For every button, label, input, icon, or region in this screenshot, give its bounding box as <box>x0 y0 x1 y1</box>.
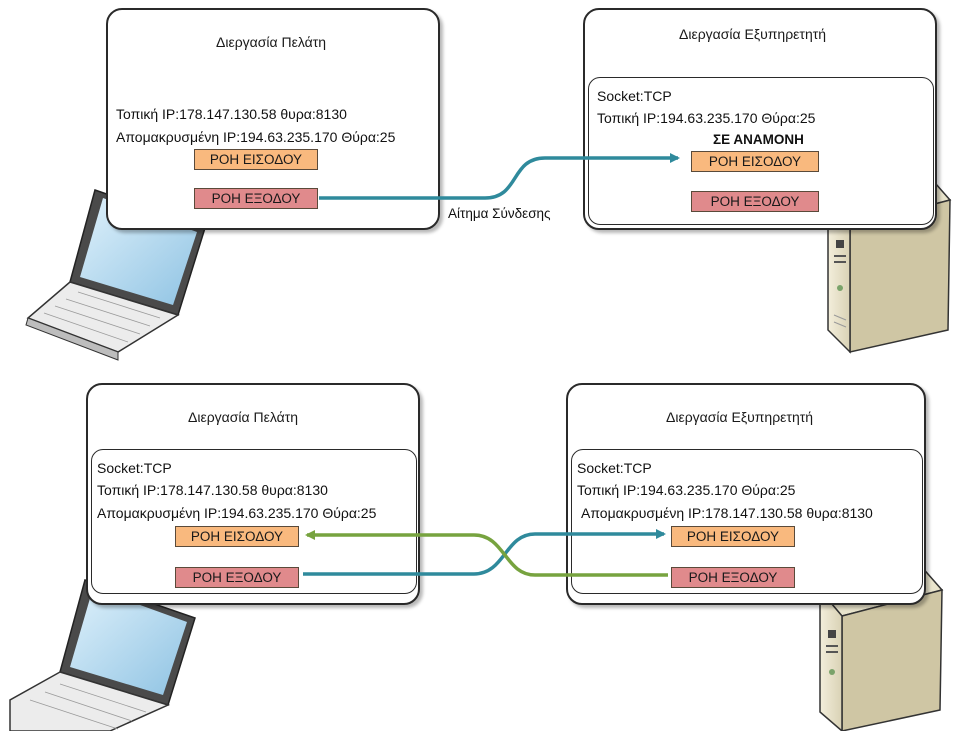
bottom-server-input-stream: ΡΟΗ ΕΙΣΟΔΟΥ <box>671 526 795 547</box>
top-server-title: Διεργασία Εξυπηρετητή <box>679 26 827 42</box>
bottom-server-socket-type: Socket:TCP <box>577 460 652 476</box>
laptop-icon <box>9 579 196 731</box>
bottom-client-title: Διεργασία Πελάτη <box>188 409 299 425</box>
top-server-output-stream: ΡΟΗ ΕΞΟΔΟΥ <box>691 191 819 212</box>
top-client-output-stream: ΡΟΗ ΕΞΟΔΟΥ <box>194 188 318 209</box>
bottom-client-process-box: Διεργασία Πελάτη Socket:TCP Τοπική IP:17… <box>86 383 420 605</box>
bottom-client-socket-type: Socket:TCP <box>97 460 172 476</box>
top-server-socket-type: Socket:TCP <box>597 88 672 104</box>
bottom-server-socket-box: Socket:TCP Τοπική IP:194.63.235.170 Θύρα… <box>571 449 923 594</box>
bottom-server-local-ip: Τοπική IP:194.63.235.170 Θύρα:25 <box>577 482 796 498</box>
bottom-client-remote-ip: Απομακρυσμένη IP:194.63.235.170 Θύρα:25 <box>97 505 377 521</box>
bottom-client-input-stream: ΡΟΗ ΕΙΣΟΔΟΥ <box>175 526 299 547</box>
bottom-client-local-ip: Τοπική IP:178.147.130.58 θυρα:8130 <box>97 482 328 498</box>
top-client-remote-ip: Απομακρυσμένη IP:194.63.235.170 Θύρα:25 <box>116 129 396 145</box>
bottom-server-title: Διεργασία Εξυπηρετητή <box>666 409 814 425</box>
top-server-local-ip: Τοπική IP:194.63.235.170 Θύρα:25 <box>597 110 816 126</box>
bottom-client-output-stream: ΡΟΗ ΕΞΟΔΟΥ <box>175 567 299 588</box>
bottom-client-socket-box: Socket:TCP Τοπική IP:178.147.130.58 θυρα… <box>91 449 417 594</box>
top-client-local-ip: Τοπική IP:178.147.130.58 θυρα:8130 <box>116 106 347 122</box>
top-server-input-stream: ΡΟΗ ΕΙΣΟΔΟΥ <box>691 151 819 172</box>
top-server-socket-box: Socket:TCP Τοπική IP:194.63.235.170 Θύρα… <box>588 77 934 225</box>
top-server-status: ΣΕ ΑΝΑΜΟΝΗ <box>713 132 804 147</box>
top-client-title: Διεργασία Πελάτη <box>216 34 327 50</box>
bottom-server-process-box: Διεργασία Εξυπηρετητή Socket:TCP Τοπική … <box>566 383 926 605</box>
bottom-server-output-stream: ΡΟΗ ΕΞΟΔΟΥ <box>671 567 795 588</box>
top-client-input-stream: ΡΟΗ ΕΙΣΟΔΟΥ <box>194 149 318 170</box>
bottom-server-remote-ip: Απομακρυσμένη IP:178.147.130.58 θυρα:813… <box>581 505 873 521</box>
top-server-process-box: Διεργασία Εξυπηρετητή Socket:TCP Τοπική … <box>583 8 937 230</box>
top-client-process-box: Διεργασία Πελάτη Τοπική IP:178.147.130.5… <box>106 8 440 230</box>
connection-request-label: Αίτημα Σύνδεσης <box>448 206 551 221</box>
